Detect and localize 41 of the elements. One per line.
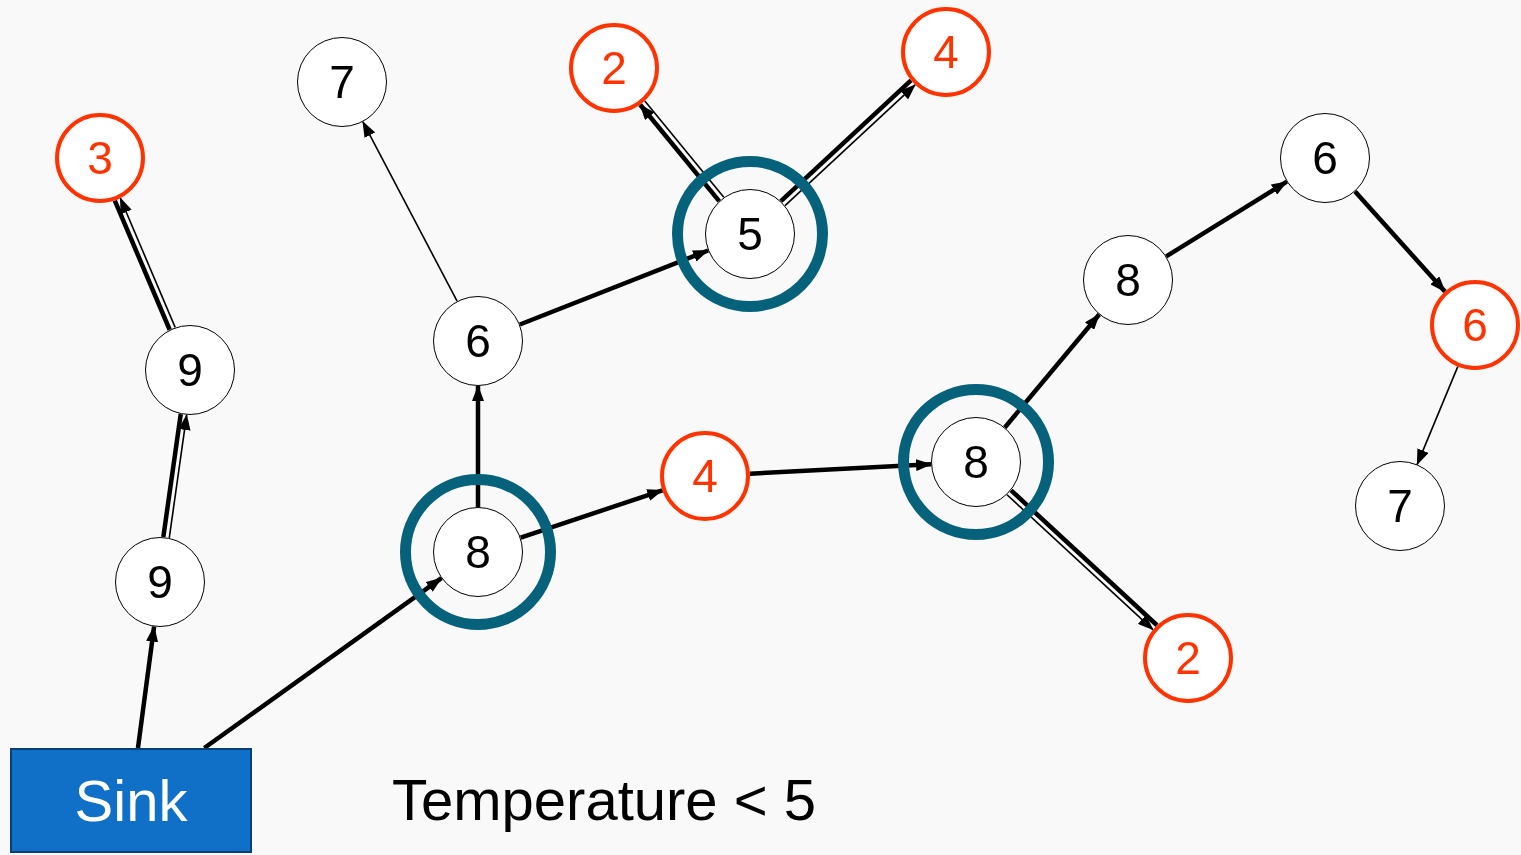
arrow xyxy=(203,576,443,750)
node-number: 9 xyxy=(177,347,203,393)
sink-label: Sink xyxy=(74,767,188,834)
arrow xyxy=(1353,189,1447,294)
arrow xyxy=(119,197,176,329)
node-number: 4 xyxy=(933,29,959,75)
node-number: 8 xyxy=(465,529,491,575)
node-number: 9 xyxy=(147,559,173,605)
node-circle xyxy=(705,189,795,279)
node-number: 2 xyxy=(1175,635,1201,681)
node-number: 2 xyxy=(601,45,627,91)
arrow xyxy=(519,488,664,540)
arrow xyxy=(1165,179,1288,259)
connector-line xyxy=(112,199,172,331)
node-number: 7 xyxy=(1387,483,1413,529)
arrow xyxy=(1416,365,1459,466)
arrow xyxy=(638,103,721,203)
arrow xyxy=(519,248,710,327)
node-number: 8 xyxy=(963,439,989,485)
node-number: 8 xyxy=(1115,257,1141,303)
arrow xyxy=(1003,313,1101,429)
connector-line xyxy=(161,413,183,538)
ring-circle xyxy=(400,474,556,630)
node-number: 5 xyxy=(737,211,763,257)
arrow xyxy=(472,385,484,507)
node-number: 6 xyxy=(465,318,491,364)
connector-line xyxy=(644,100,725,199)
node-number: 3 xyxy=(87,135,113,181)
node-circle xyxy=(1430,280,1520,370)
node-number: 7 xyxy=(329,59,355,105)
arrow xyxy=(168,414,191,539)
arrow xyxy=(362,120,458,302)
condition-note: Temperature < 5 xyxy=(392,766,816,833)
ring-circle xyxy=(672,156,828,312)
node-number: 6 xyxy=(1462,302,1488,348)
ring-circle xyxy=(898,384,1054,540)
arrow xyxy=(749,459,933,476)
sink-box xyxy=(10,748,252,853)
node-number: 4 xyxy=(692,453,718,499)
arrow xyxy=(135,625,159,749)
node-number: 6 xyxy=(1312,135,1338,181)
